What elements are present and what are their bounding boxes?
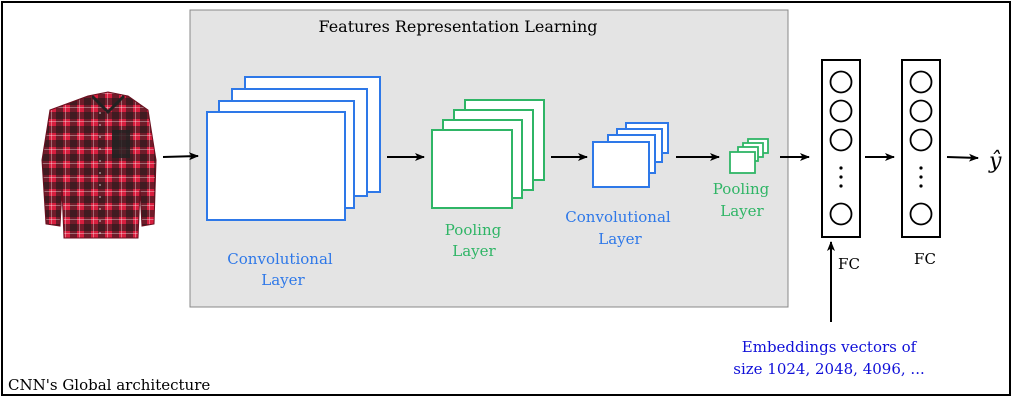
input-shirt-image: [41, 91, 157, 239]
panel-title: Features Representation Learning: [318, 17, 597, 36]
arrow-input-to-conv1: [162, 152, 199, 161]
pool-layer-2-stack: [729, 138, 769, 174]
conv-layer-2-stack: [592, 122, 669, 188]
fc-label-2: FC: [914, 250, 936, 268]
pool-layer-2-label-line2: Layer: [720, 202, 764, 220]
fc-layer-2: [901, 59, 941, 238]
output-symbol: ŷ: [988, 149, 1002, 174]
arrow-fc2-to-output: [946, 153, 979, 162]
footer-caption: CNN's Global architecture: [8, 376, 210, 394]
embedding-note-line1: Embeddings vectors of: [742, 338, 918, 356]
embedding-note-line2: size 1024, 2048, 4096, ...: [733, 360, 924, 378]
pool-layer-1-label-line2: Layer: [452, 242, 496, 260]
pool-layer-2-label-line1: Pooling: [713, 180, 770, 198]
conv-layer-1-stack: [206, 76, 381, 221]
conv-layer-1-label-line1: Convolutional: [227, 250, 333, 268]
conv-layer-1-label-line2: Layer: [261, 271, 305, 289]
pool-layer-1-label-line1: Pooling: [445, 221, 502, 239]
fc-layer-1: [821, 59, 861, 238]
conv-layer-2-label-line2: Layer: [598, 230, 642, 248]
pool-layer-1-stack: [431, 99, 545, 209]
fc-label-1: FC: [838, 255, 860, 273]
conv-layer-2-label-line1: Convolutional: [565, 208, 671, 226]
